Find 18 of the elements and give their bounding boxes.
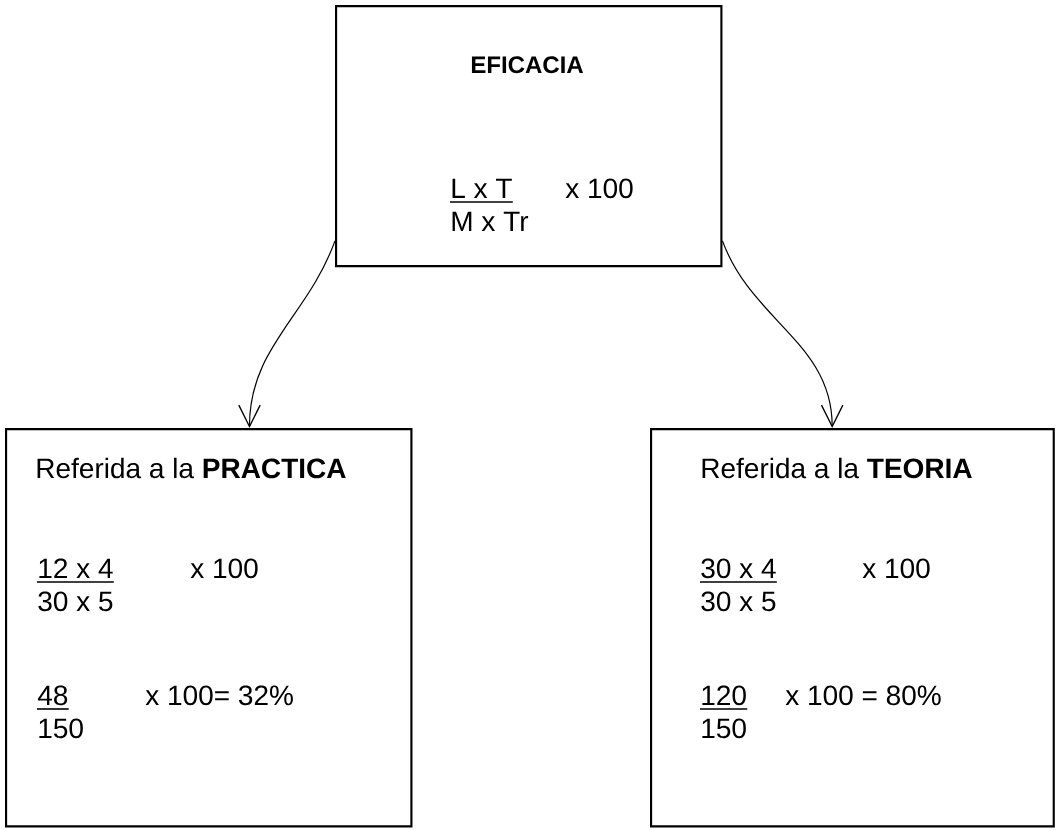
heading: EFICACIA: [471, 56, 584, 74]
fraction: L x T M x Tr: [449, 178, 529, 231]
arrow: [238, 240, 336, 428]
heading: Referida a la PRACTICA: [37, 457, 346, 479]
multiplier-text: x 100: [862, 558, 930, 579]
result-text: x 100= 32%: [145, 685, 293, 706]
fraction: 48 150: [36, 685, 83, 739]
fraction: 12 x 4 30 x 5: [36, 558, 115, 612]
formula-box: [5, 428, 413, 828]
multiplier-text: x 100: [565, 178, 633, 199]
formula-box: [335, 5, 723, 268]
fraction: 120 150: [699, 685, 749, 739]
arrow: [721, 240, 844, 428]
fraction: 30 x 4 30 x 5: [699, 558, 778, 612]
formula-box: [650, 428, 1055, 828]
multiplier-text: x 100: [190, 558, 258, 579]
heading: Referida a la TEORIA: [702, 457, 972, 479]
result-text: x 100 = 80%: [785, 685, 941, 706]
